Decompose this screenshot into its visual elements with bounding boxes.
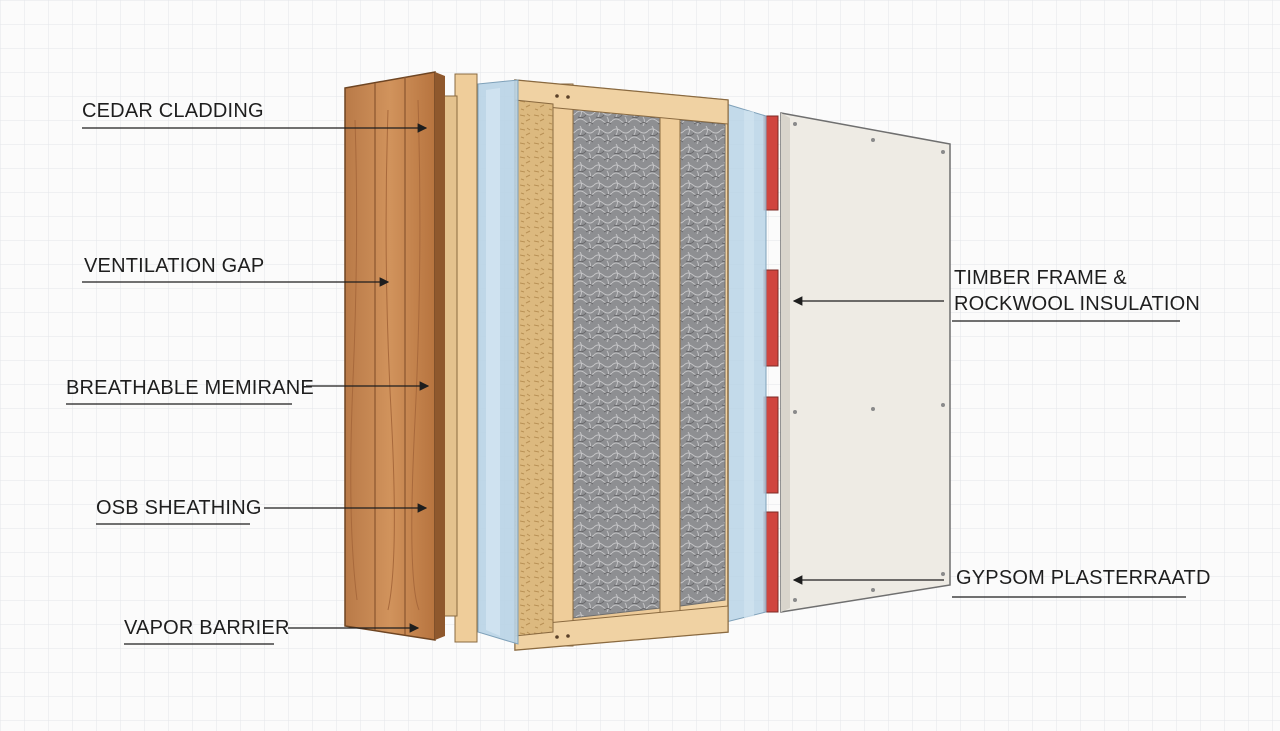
gypsum-board: [780, 112, 951, 613]
red-battens: [763, 115, 779, 613]
timber-frame: [514, 79, 729, 651]
label-timber-frame-line2: ROCKWOOL INSULATION: [954, 293, 1201, 315]
label-timber-frame-line1: TIMBER FRAME &: [954, 267, 1127, 289]
label-osb-sheathing: OSB SHEATHING: [96, 497, 262, 519]
ventilation-battens: [442, 73, 478, 643]
cedar-cladding: [344, 71, 445, 641]
label-cedar-cladding: CEDAR CLADDING: [82, 100, 264, 122]
label-vapor-barrier: VAPOR BARRIER: [124, 617, 290, 639]
label-gypsum: GYPSOM PLASTERRAATD: [956, 567, 1211, 589]
label-breathable-membrane: BREATHABLE MEMIRANE: [66, 377, 314, 399]
label-ventilation-gap: VENTILATION GAP: [84, 255, 265, 277]
